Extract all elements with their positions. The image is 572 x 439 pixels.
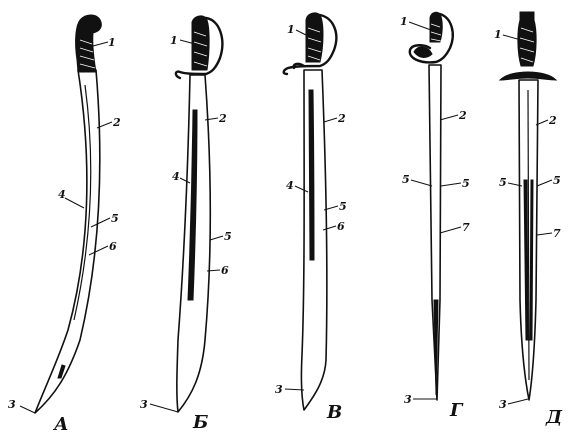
weapon-d-label-rib: 7 xyxy=(462,221,470,234)
weapon-c-label-blade: 2 xyxy=(337,112,346,125)
weapon-a-fuller xyxy=(73,84,92,321)
weapon-c-guard xyxy=(282,13,338,76)
weapon-e-label-rib: 7 xyxy=(553,227,561,240)
weapon-b-label-blade: 2 xyxy=(218,112,227,125)
weapon-c xyxy=(282,12,338,411)
part-labels: 1 2 4 5 6 3 1 2 4 5 6 3 1 2 4 5 6 3 1 2 … xyxy=(8,15,561,411)
weapon-b-guard xyxy=(174,16,224,80)
weapon-e-label-edge-left: 5 xyxy=(499,176,507,189)
weapon-d-label-blade: 2 xyxy=(458,109,467,122)
weapon-a-letter: А xyxy=(52,414,69,435)
weapon-d xyxy=(408,11,454,401)
weapon-c-label-handle: 1 xyxy=(287,23,295,36)
weapon-e-fuller-dark xyxy=(523,179,529,341)
weapon-b-label-edge: 5 xyxy=(224,230,232,243)
weapon-e-fuller xyxy=(527,89,530,381)
weapon-c-label-fuller: 6 xyxy=(337,220,345,233)
weapon-c-label-spine: 4 xyxy=(286,179,294,192)
weapon-b-label-spine: 4 xyxy=(172,170,180,183)
weapon-d-letter: Г xyxy=(449,400,464,421)
weapon-e-fuller-dark-2 xyxy=(529,179,534,341)
weapon-e-handle xyxy=(517,11,537,67)
weapon-d-basket xyxy=(413,46,433,58)
weapon-b-handle-hatch xyxy=(193,31,208,67)
weapon-e-label-point: 3 xyxy=(499,398,507,411)
weapon-a-groove xyxy=(57,364,66,379)
weapon-e-crossguard xyxy=(498,71,558,81)
weapon-a xyxy=(34,14,102,414)
weapon-e-label-edge-right: 5 xyxy=(553,174,561,187)
weapon-d-label-edge-right: 5 xyxy=(462,177,470,190)
weapon-d-fuller xyxy=(433,299,439,396)
weapon-b-label-handle: 1 xyxy=(170,34,178,47)
weapon-a-label-fuller: 6 xyxy=(109,240,117,253)
weapon-b xyxy=(174,15,224,413)
weapon-a-label-blade: 2 xyxy=(112,116,121,129)
weapon-c-label-edge: 5 xyxy=(339,200,347,213)
weapon-e-label-blade: 2 xyxy=(548,114,557,127)
weapon-e-label-handle: 1 xyxy=(494,28,502,41)
weapon-b-label-fuller: 6 xyxy=(221,264,229,277)
weapon-a-handle-hatch xyxy=(79,39,96,69)
weapon-a-label-point: 3 xyxy=(8,398,16,411)
weapon-c-fuller xyxy=(308,89,315,261)
weapon-d-guard xyxy=(408,12,454,64)
weapon-c-handle-hatch xyxy=(307,27,322,61)
weapon-d-label-edge-left: 5 xyxy=(402,173,410,186)
weapon-e-handle-hatch xyxy=(519,27,535,63)
weapon-letters: А Б В Г Д xyxy=(52,400,563,435)
weapon-c-label-point: 3 xyxy=(275,383,283,396)
weapon-d-label-handle: 1 xyxy=(400,15,408,28)
weapon-d-handle-hatch xyxy=(430,23,442,42)
weapon-c-letter: В xyxy=(326,402,342,423)
weapon-b-fuller xyxy=(187,109,198,301)
weapon-a-label-edge: 5 xyxy=(111,212,119,225)
weapon-b-letter: Б xyxy=(192,412,208,433)
weapon-e xyxy=(498,11,558,401)
weapon-e-letter: Д xyxy=(545,407,563,428)
weapon-a-handle xyxy=(75,14,102,73)
weapon-a-label-spine: 4 xyxy=(58,188,66,201)
weapon-d-label-point: 3 xyxy=(404,393,412,406)
weapon-d-handle xyxy=(429,11,443,43)
weapon-b-label-point: 3 xyxy=(140,398,148,411)
leader-lines xyxy=(19,21,553,414)
weapon-c-handle xyxy=(305,12,324,63)
weapon-a-label-handle: 1 xyxy=(108,36,116,49)
weapon-a-blade xyxy=(34,69,101,414)
